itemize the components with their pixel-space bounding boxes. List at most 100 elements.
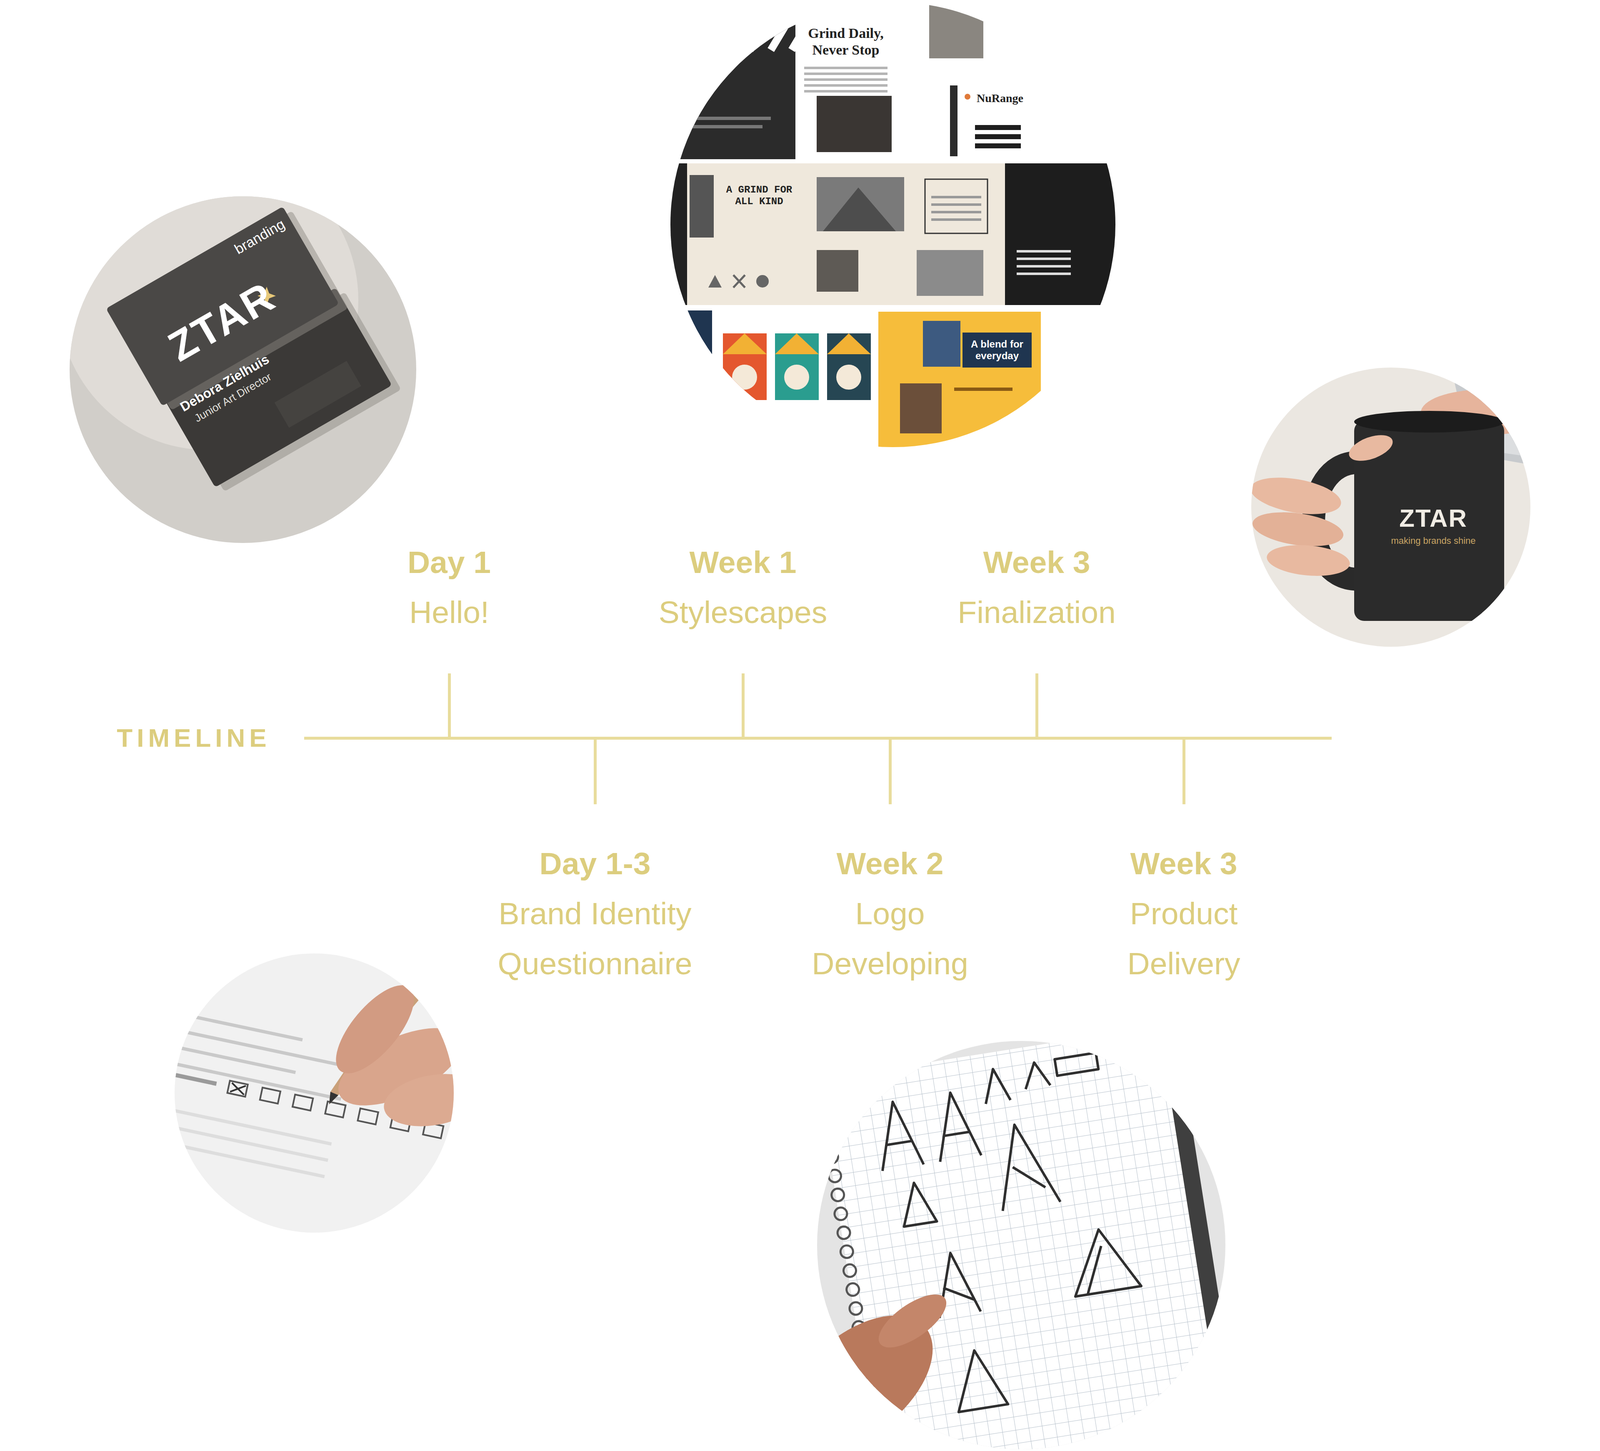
photo-tile [900,383,942,434]
spiral-ring [833,1206,848,1221]
stripe-bar [975,143,1021,149]
checkbox [227,1080,248,1097]
spiral-ring [842,1263,857,1278]
photo-tile [689,175,714,238]
check-mark [230,1082,246,1095]
yellow-panel [878,311,1041,450]
mug-logo: ZTAR [1399,503,1468,534]
dark-panel [670,0,796,160]
circle-icon [756,275,769,288]
poster [827,333,871,400]
timeline-milestone: Day 1-3Brand Identity Questionnaire [470,838,720,989]
cross-icon [733,275,745,288]
form-text-line [180,1012,303,1042]
form-text-line [175,1072,218,1086]
stripe [729,8,755,50]
dark-panel [670,163,688,305]
text-line [931,195,982,199]
finger [1247,471,1345,521]
spiral-ring [818,1111,833,1126]
text-line [931,218,982,221]
timeline-axis [304,736,1332,740]
text-line [1016,272,1071,275]
mug-slogan: making brands shine [1390,535,1476,547]
text-line [991,8,1030,12]
logo-sketch [872,1098,924,1171]
text-line [1016,250,1071,253]
checkbox [292,1094,313,1111]
poster-shape [836,364,862,390]
photo-tile [916,250,984,296]
timeline-tick [447,673,451,738]
milestone-task: Stylescapes [609,587,877,638]
milestone-date: Week 3 [1087,838,1280,889]
spiral-ring [836,1225,851,1240]
text-line [804,90,888,93]
photo-tile [816,177,905,232]
mug-rim [1354,410,1505,433]
timeline-tick [888,737,892,805]
finger [1250,507,1346,552]
timeline-milestone: Week 3Finalization [903,537,1170,638]
spiral-ring [815,1092,830,1108]
form-text-line [152,1138,325,1178]
logo-sketch [989,1119,1061,1211]
timeline-milestone: Week 1Stylescapes [609,537,877,638]
timeline-tick [741,673,745,738]
spiral-ring [869,1433,884,1448]
timeline-tick [1182,737,1186,805]
poster [722,333,767,400]
milestone-date: Week 3 [903,537,1170,588]
finger [322,972,428,1086]
spiral-ring [845,1282,860,1297]
spiral-ring [866,1414,881,1429]
logo-sketch [1065,1224,1141,1297]
spiral-ring [863,1395,878,1410]
poster-shape [732,364,758,390]
milestone-task: Hello! [315,587,583,638]
embossed-logo [274,360,362,428]
text-line [991,16,1025,20]
milestone-task: Logo Developing [794,888,986,989]
stylescape-headline: A blend for everyday [965,338,1029,362]
photo-circle [670,0,1118,450]
photo-circle [759,1015,1244,1451]
photo-tile [929,4,984,59]
text-box [925,179,988,234]
logo-sketch [949,1346,1008,1412]
navy-tile [962,332,1032,368]
milestone-date: Week 1 [609,537,877,588]
timeline-milestone: Week 3Product Delivery [1087,838,1280,989]
timeline-heading: TIMELINE [116,722,271,754]
milestone-date: Week 2 [794,838,986,889]
checkbox [260,1087,281,1104]
form-text-line [176,1028,348,1068]
spiral-ring [827,1168,842,1183]
form-text-line [156,1122,329,1162]
milestone-task: Finalization [903,587,1170,638]
form-text-line [160,1105,332,1146]
stripe-bar [975,134,1021,140]
photo-circle [58,150,417,543]
photo-tile [816,250,859,292]
dark-panel [1005,163,1118,305]
cream-panel [687,163,1005,305]
text-line [804,78,888,81]
triangle-icon [708,275,722,288]
logo-sketch [1054,1052,1099,1076]
spiral-ring [848,1301,863,1316]
logo-sketch [980,1060,1052,1104]
spiral-ring [821,1130,836,1145]
stylescape-logo: NuRange [976,91,1024,106]
stripe [708,8,734,50]
stripe-bar [975,125,1021,130]
logo-sketch [897,1180,938,1227]
photo-tile [922,320,961,367]
spiral-ring [839,1244,854,1259]
poster-shape [775,333,819,355]
thumb [870,1284,955,1358]
timeline-milestone: Week 2Logo Developing [794,838,986,989]
checkbox [325,1101,346,1118]
text-line [931,203,982,206]
